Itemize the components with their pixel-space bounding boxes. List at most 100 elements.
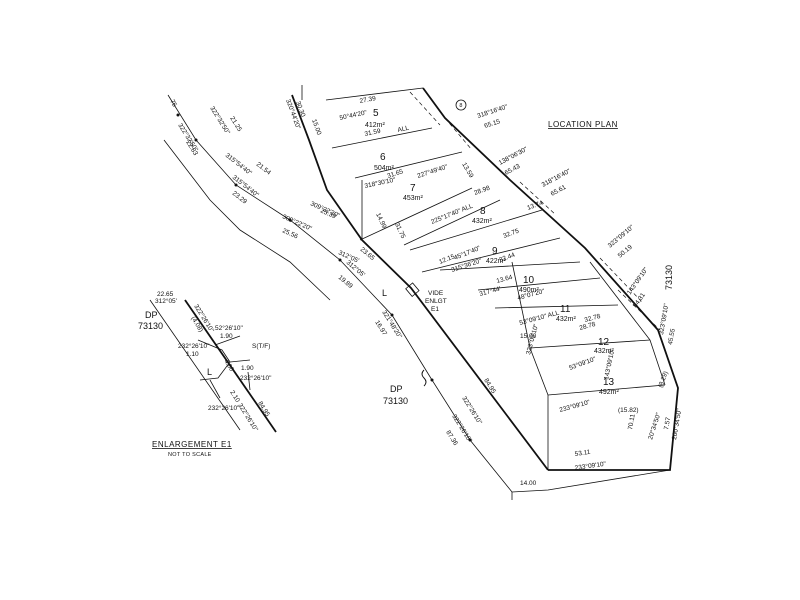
lot-11-area: 432m² — [556, 316, 577, 323]
lot-6-area: 504m² — [374, 165, 395, 172]
dim-d69: 32.78 — [584, 313, 602, 324]
dim-d13: 25.56 — [281, 227, 299, 240]
dim-d72: 53°09'10" — [568, 355, 598, 372]
dim-d29: 318°16'40" — [540, 167, 572, 189]
vide-label-1: VIDE — [428, 290, 444, 297]
dim-d53: 31.65 — [386, 168, 404, 180]
dim-d28: 65.15 — [483, 118, 501, 130]
dim-d07: 21.54 — [255, 161, 272, 177]
dim-d52: 227°49'40" — [416, 162, 449, 180]
dp-main-number: 73130 — [383, 396, 408, 406]
dim-d24: 14.00 — [520, 480, 537, 487]
lot-11-number: 11 — [560, 304, 571, 315]
dim-d62: 32.44 — [498, 252, 516, 264]
dimensions: 75 322°32'50" 21.25 322°32'50" 22.83 315… — [155, 95, 684, 487]
lot-10-area: 490m² — [519, 287, 540, 294]
dim-d02: 322°32'50" — [208, 105, 232, 137]
lot-13-area: 492m² — [599, 389, 620, 396]
dim-e13: 232°26'10" — [208, 404, 240, 412]
dim-d75: 15.00 — [520, 333, 537, 340]
dim-d20: 322°26'10" — [460, 395, 484, 427]
circle-mark — [455, 99, 467, 111]
dim-d42: (15.82) — [618, 407, 639, 414]
dim-d33: 143°09'10" — [625, 265, 650, 296]
lot-7-number: 7 — [410, 183, 416, 194]
dim-d06: 315°54'40" — [224, 151, 254, 177]
dim-d49: 15.00 — [310, 118, 322, 136]
dim-d05: 22.83 — [184, 139, 199, 157]
dim-d54: 318°30'10" — [364, 175, 397, 190]
dim-e10: 1.90 — [241, 365, 254, 372]
dim-d66: 13.64 — [496, 274, 514, 285]
lot-12-number: 12 — [598, 337, 610, 348]
dim-d01: 75 — [168, 99, 178, 109]
lot-lines — [301, 85, 666, 470]
dim-e05: 52°26'10" — [215, 324, 244, 332]
lot-6-number: 6 — [380, 152, 386, 163]
dim-d55: 14.99 — [374, 212, 387, 230]
dim-d09: 23.29 — [231, 190, 248, 206]
lot-7-area: 453m² — [403, 195, 424, 202]
dim-e12: 2.10 — [228, 389, 241, 404]
road-label-l: L — [382, 288, 387, 298]
dim-d39: 7.57 — [663, 416, 672, 430]
dim-e01: 22.65 — [157, 291, 174, 298]
lot-numbers: 5 412m² 6 504m² 7 453m² 8 432m² 9 422m² … — [365, 108, 620, 396]
dim-d70: 28.78 — [579, 321, 597, 332]
dim-d17: 19.89 — [337, 274, 354, 290]
lot-12-area: 432m² — [594, 348, 615, 355]
dim-e02: 312°05' — [155, 297, 177, 305]
road-boundary — [163, 94, 671, 500]
dim-e06: 1.90 — [220, 333, 233, 340]
dim-e07: 232°26'10" — [178, 342, 210, 350]
lot-9-number: 9 — [492, 246, 498, 257]
stf-label: S(T/F) — [252, 343, 270, 350]
enlargement-title: ENLARGEMENT E1 — [152, 440, 232, 449]
not-to-scale: NOT TO SCALE — [168, 452, 212, 458]
dim-d15: 23.65 — [359, 246, 376, 262]
dim-d65: 317°44' — [478, 285, 501, 298]
plan-labels: LOCATION PLAN 73130 DP 73130 L VIDE ENLG… — [138, 120, 674, 458]
dp-main-label: DP — [390, 384, 403, 394]
dim-d73: 233°09'10" — [558, 398, 591, 414]
dim-d38: 20°34'50" — [646, 411, 662, 441]
dim-d47: 27.39 — [359, 95, 377, 105]
vide-label-3: E1 — [431, 306, 439, 313]
dim-d41: 70.11 — [627, 413, 637, 430]
dim-d76: 13.59 — [460, 162, 474, 180]
plan-number-label: 73130 — [664, 265, 674, 290]
location-plan-title: LOCATION PLAN — [548, 120, 618, 129]
dim-d37: (8.29) — [657, 370, 669, 388]
lot-10-number: 10 — [523, 275, 535, 286]
survey-ticks — [176, 113, 472, 442]
dim-e08: 1.10 — [186, 351, 199, 358]
peg-mark — [421, 369, 427, 387]
dim-e14: 322°26'10" — [236, 402, 260, 434]
dim-d31: 323°09'10" — [606, 223, 636, 250]
dim-d32: 50.19 — [617, 243, 634, 259]
dim-e15: 84.95 — [256, 400, 271, 418]
dim-d43: 138°06'30" — [497, 145, 529, 167]
dp-left-number: 73130 — [138, 321, 163, 331]
dim-d40: 200°34'50" — [670, 407, 683, 440]
lot-8-number: 8 — [480, 206, 486, 217]
dim-d56: 31.75 — [393, 222, 406, 240]
dim-d36: 45.55 — [667, 328, 677, 346]
dim-d45: 31.59 — [364, 128, 382, 138]
enlargement-lines — [149, 299, 277, 433]
dp-left-label: DP — [145, 310, 158, 320]
dim-d68: 53°09'10" ALL — [518, 309, 560, 327]
lot-5-area: 412m² — [365, 122, 386, 129]
lot-8-area: 432m² — [472, 218, 493, 225]
circle-mark-label: 8 — [459, 103, 462, 109]
main-boundary — [291, 87, 679, 471]
dim-d58: 28.98 — [473, 185, 491, 197]
dim-d48: 50°44'20" — [339, 108, 369, 122]
dim-d27: 318°16'40" — [476, 102, 509, 120]
lot-13-number: 13 — [603, 377, 615, 388]
vide-label-2: ENLGT — [425, 298, 447, 305]
lot-9-area: 422m² — [486, 258, 507, 265]
dim-d19: 16.97 — [373, 319, 388, 337]
dim-d23: 87.36 — [444, 429, 459, 447]
